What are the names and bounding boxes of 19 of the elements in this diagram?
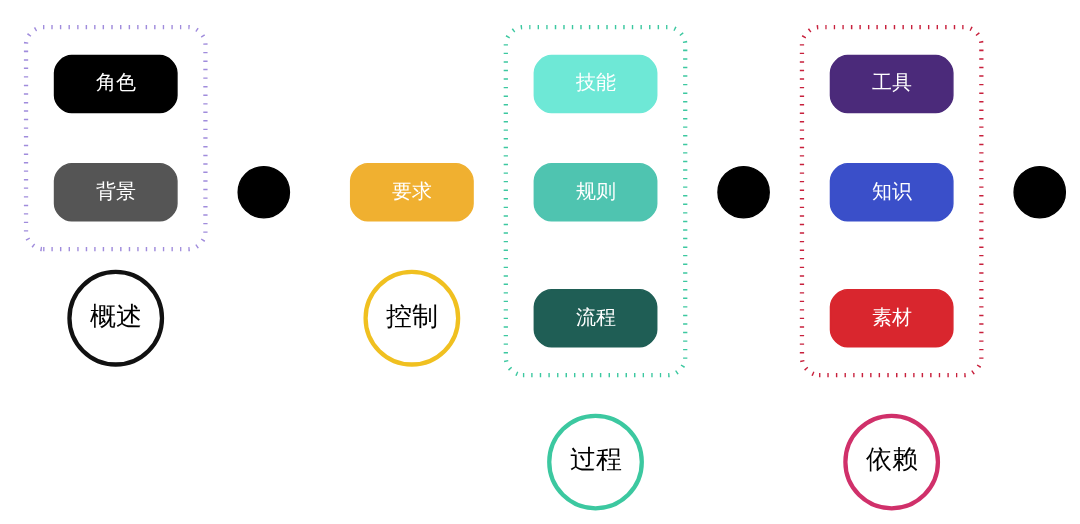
- cluster: [503, 24, 688, 378]
- node-circle: 过程: [547, 413, 644, 511]
- node-circle: 概述: [67, 269, 165, 367]
- cluster: [23, 24, 208, 252]
- cluster: [799, 24, 984, 378]
- node-circle: [237, 165, 291, 219]
- node-circle: [717, 165, 770, 219]
- node-box: 角色: [53, 54, 178, 114]
- node-box: 流程: [533, 289, 658, 348]
- node-box: 工具: [829, 54, 954, 114]
- node-circle: 依赖: [843, 413, 941, 511]
- node-box: 素材: [829, 289, 954, 348]
- node-box: 要求: [349, 163, 474, 222]
- node-box: 技能: [533, 54, 658, 114]
- node-box: 背景: [53, 163, 178, 222]
- node-box: 知识: [829, 163, 954, 222]
- node-circle: [1013, 165, 1067, 219]
- node-circle: 控制: [363, 269, 461, 367]
- node-box: 规则: [533, 163, 658, 222]
